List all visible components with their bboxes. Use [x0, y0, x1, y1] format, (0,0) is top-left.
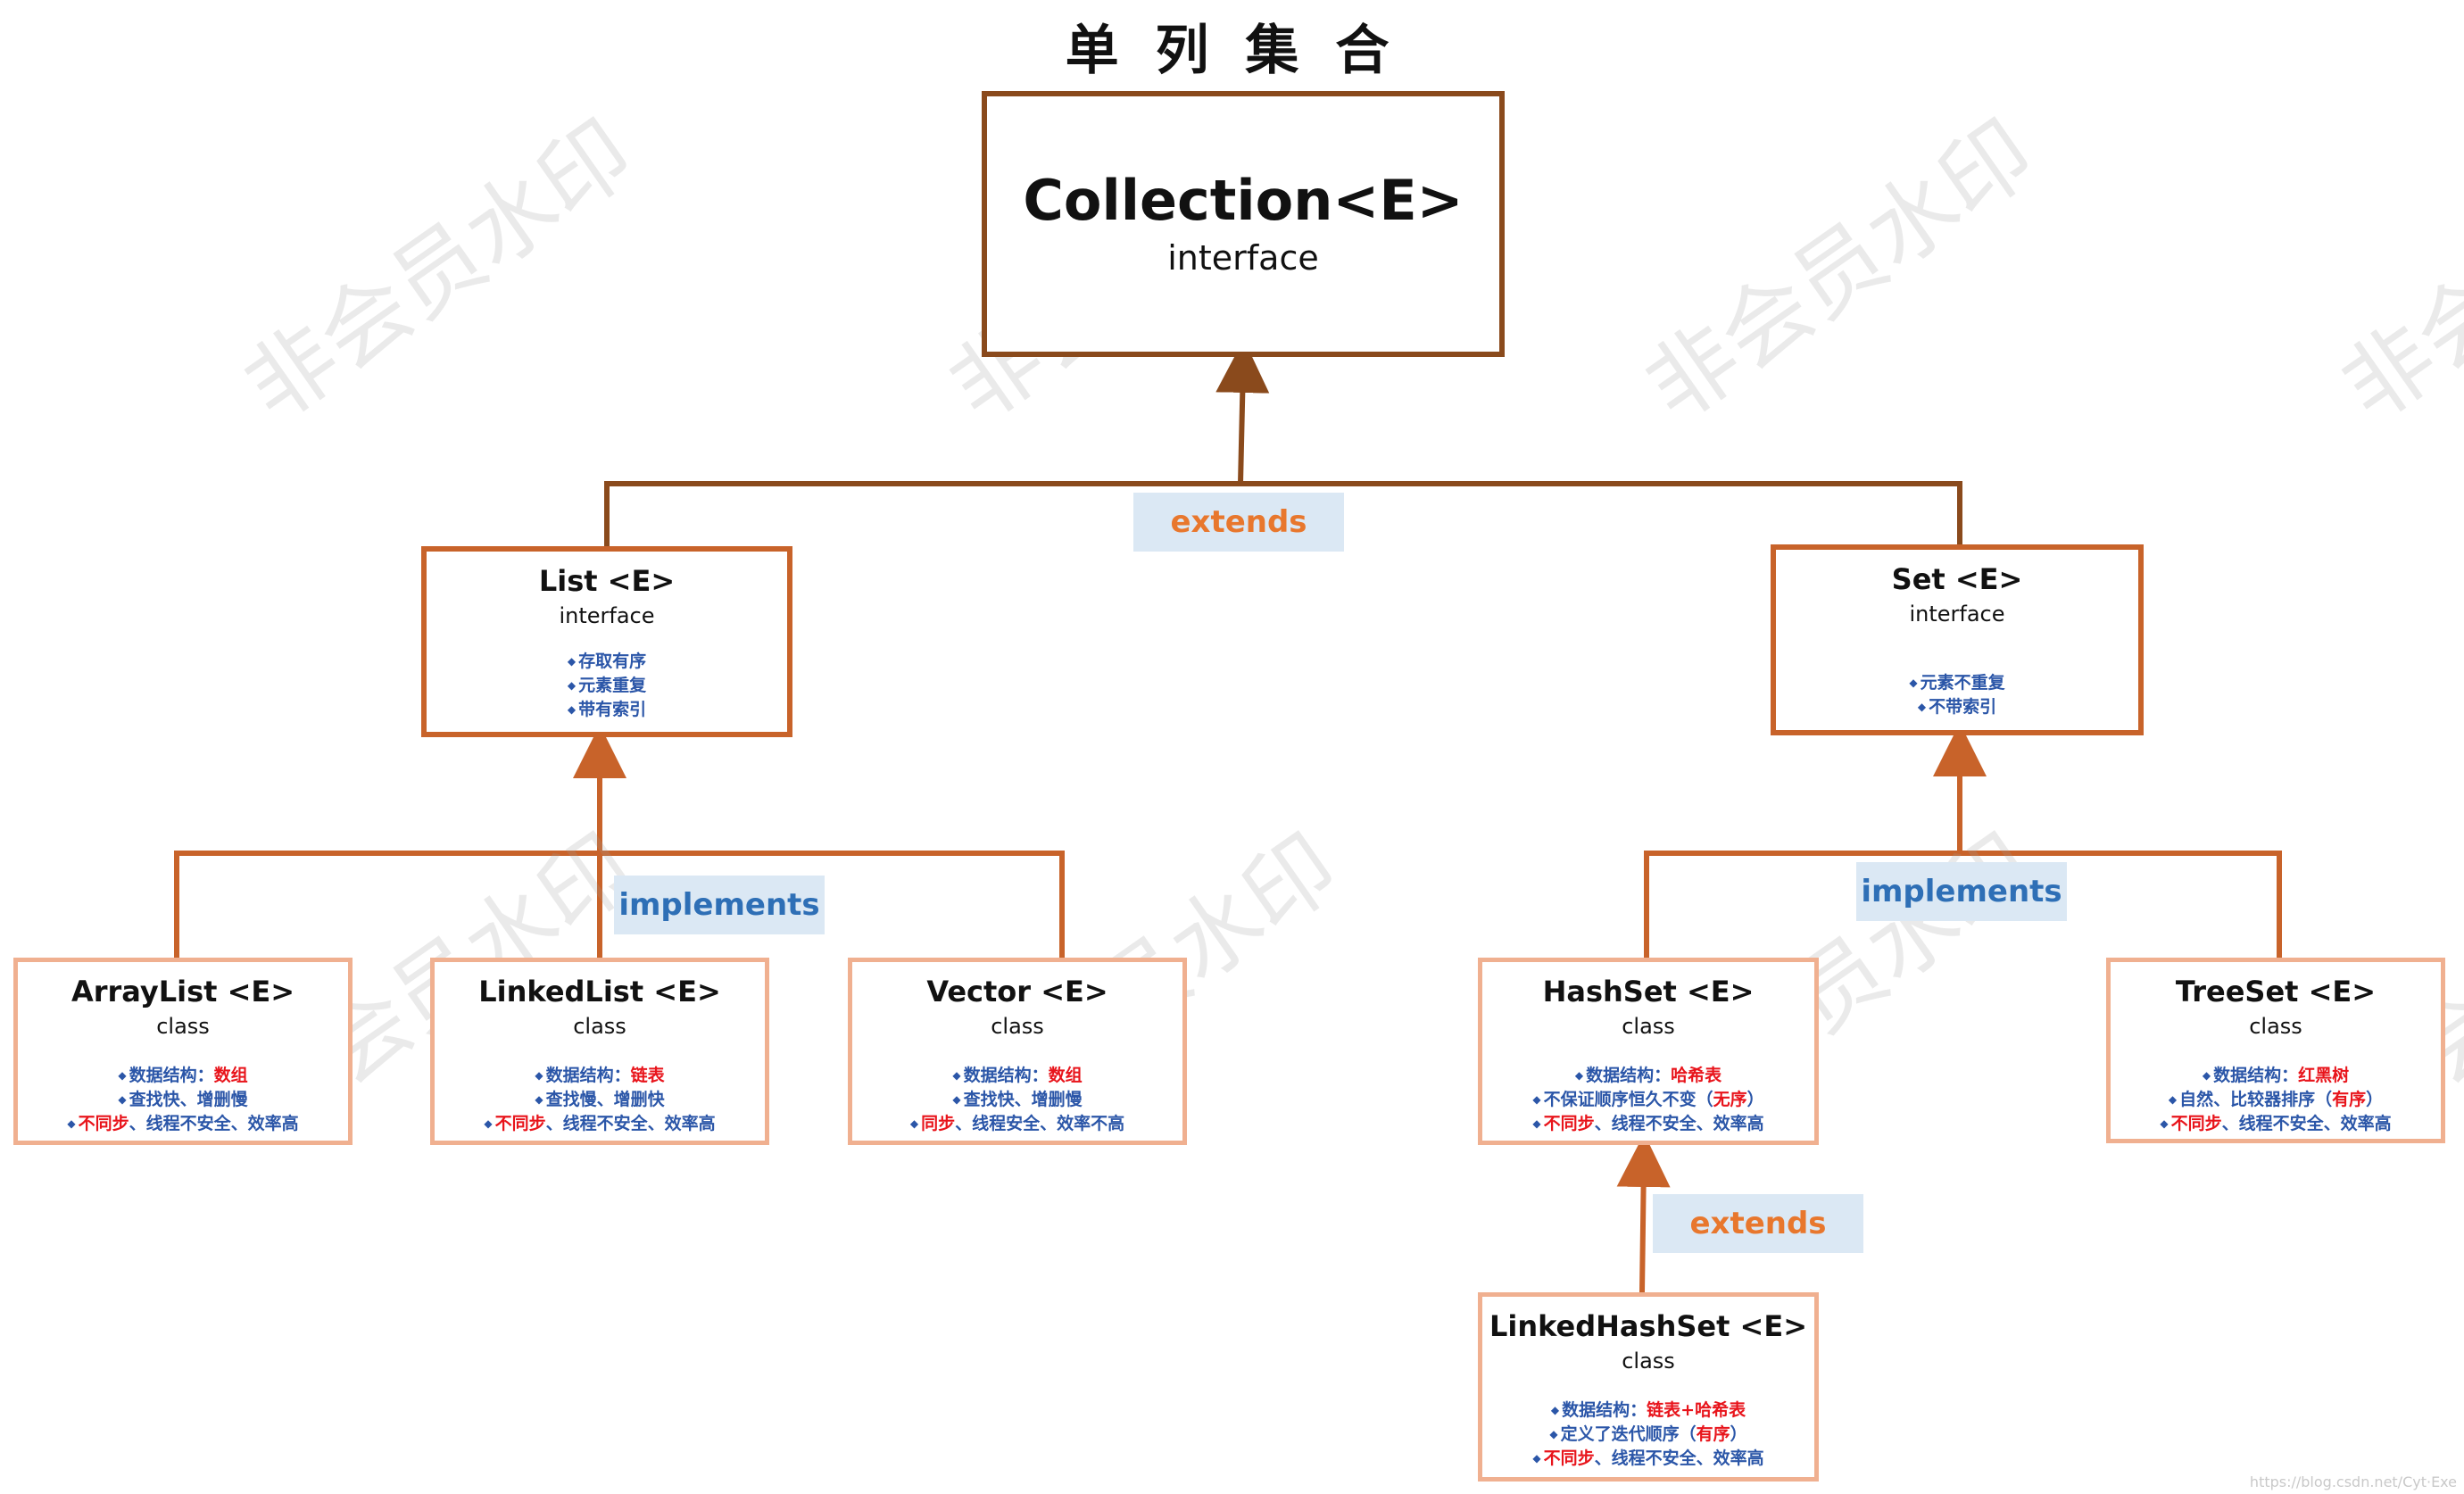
- node-name: LinkedHashSet <E>: [1489, 1309, 1808, 1343]
- bullet-icon: ◆: [1532, 1117, 1541, 1130]
- bullet-icon: ◆: [1917, 701, 1927, 713]
- bullet-icon: ◆: [1574, 1069, 1584, 1082]
- node-name: Collection<E>: [1023, 168, 1464, 233]
- node-name: List <E>: [538, 564, 676, 598]
- bullet-icon: ◆: [535, 1069, 543, 1082]
- bullet-icon: ◆: [118, 1093, 127, 1106]
- node-kind: interface: [559, 603, 655, 628]
- node-name: TreeSet <E>: [2175, 975, 2377, 1008]
- node-bullets: ◆元素不重复 ◆不带索引: [1909, 673, 2005, 717]
- node-kind: class: [1622, 1014, 1675, 1039]
- node-name: LinkedList <E>: [478, 975, 721, 1008]
- node-bullets: ◆数据结构：红黑树 ◆自然、比较器排序（有序） ◆不同步、线程不安全、效率高: [2160, 1066, 2392, 1133]
- node-bullets: ◆数据结构：链表+哈希表 ◆定义了迭代顺序（有序） ◆不同步、线程不安全、效率高: [1532, 1400, 1764, 1468]
- bullet-icon: ◆: [567, 655, 577, 668]
- bullet-icon: ◆: [1549, 1428, 1558, 1440]
- node-hashset: HashSet <E> class ◆数据结构：哈希表 ◆不保证顺序恒久不变（无…: [1478, 958, 1819, 1145]
- bullet-icon: ◆: [567, 703, 577, 716]
- node-kind: interface: [1909, 602, 2005, 627]
- bullet-icon: ◆: [2160, 1117, 2169, 1130]
- node-kind: class: [991, 1014, 1044, 1039]
- implements-connector-list: [174, 725, 1065, 958]
- node-bullets: ◆数据结构：数组 ◆查找快、增删慢 ◆不同步、线程不安全、效率高: [67, 1066, 299, 1133]
- bullet-icon: ◆: [118, 1069, 127, 1082]
- relation-label-implements: implements: [614, 876, 825, 934]
- bullet-icon: ◆: [952, 1093, 961, 1106]
- bullet-icon: ◆: [1532, 1093, 1541, 1106]
- node-kind: class: [1622, 1349, 1675, 1374]
- bullet-icon: ◆: [952, 1069, 961, 1082]
- bullet-icon: ◆: [2202, 1069, 2211, 1082]
- node-name: ArrayList <E>: [71, 975, 295, 1008]
- diagram-title: 单 列 集 合: [1065, 20, 1398, 82]
- node-name: Vector <E>: [926, 975, 1108, 1008]
- node-bullets: ◆数据结构：数组 ◆查找快、增删慢 ◆同步、线程安全、效率不高: [909, 1066, 1125, 1133]
- node-treeset: TreeSet <E> class ◆数据结构：红黑树 ◆自然、比较器排序（有序…: [2106, 958, 2445, 1143]
- node-list: List <E> interface ◆存取有序 ◆元素重复 ◆带有索引: [421, 546, 792, 737]
- node-name: Set <E>: [1891, 562, 2023, 596]
- node-bullets: ◆数据结构：链表 ◆查找慢、增删快 ◆不同步、线程不安全、效率高: [484, 1066, 716, 1133]
- node-bullets: ◆存取有序 ◆元素重复 ◆带有索引: [567, 652, 647, 719]
- node-name: HashSet <E>: [1542, 975, 1755, 1008]
- bullet-icon: ◆: [484, 1117, 493, 1130]
- node-arraylist: ArrayList <E> class ◆数据结构：数组 ◆查找快、增删慢 ◆不…: [13, 958, 353, 1145]
- node-kind: class: [2249, 1014, 2302, 1039]
- node-kind: class: [573, 1014, 626, 1039]
- node-bullets: ◆数据结构：哈希表 ◆不保证顺序恒久不变（无序） ◆不同步、线程不安全、效率高: [1532, 1066, 1764, 1133]
- bullet-icon: ◆: [909, 1117, 919, 1130]
- bullet-icon: ◆: [2168, 1093, 2178, 1106]
- bullet-icon: ◆: [535, 1093, 543, 1106]
- node-collection: Collection<E> interface: [982, 91, 1505, 357]
- node-vector: Vector <E> class ◆数据结构：数组 ◆查找快、增删慢 ◆同步、线…: [848, 958, 1187, 1145]
- implements-connector-set: [1644, 723, 2282, 958]
- bullet-icon: ◆: [1550, 1404, 1560, 1416]
- extends-connector-hashset: [1616, 1133, 1671, 1293]
- node-kind: interface: [1167, 238, 1319, 278]
- relation-label-extends: extends: [1653, 1194, 1863, 1253]
- node-kind: class: [156, 1014, 210, 1039]
- relation-label-extends: extends: [1133, 493, 1344, 552]
- relation-label-implements: implements: [1856, 862, 2067, 921]
- node-linkedlist: LinkedList <E> class ◆数据结构：链表 ◆查找慢、增删快 ◆…: [430, 958, 769, 1145]
- bullet-icon: ◆: [1532, 1452, 1541, 1465]
- bullet-icon: ◆: [1909, 676, 1918, 689]
- extends-connector-collection: [604, 339, 1962, 546]
- node-linkedhashset: LinkedHashSet <E> class ◆数据结构：链表+哈希表 ◆定义…: [1478, 1292, 1819, 1482]
- bullet-icon: ◆: [567, 679, 577, 692]
- bullet-icon: ◆: [67, 1117, 76, 1130]
- footer-watermark: https://blog.csdn.net/Cyt·Exe: [2249, 1473, 2457, 1490]
- node-set: Set <E> interface ◆元素不重复 ◆不带索引: [1771, 544, 2144, 735]
